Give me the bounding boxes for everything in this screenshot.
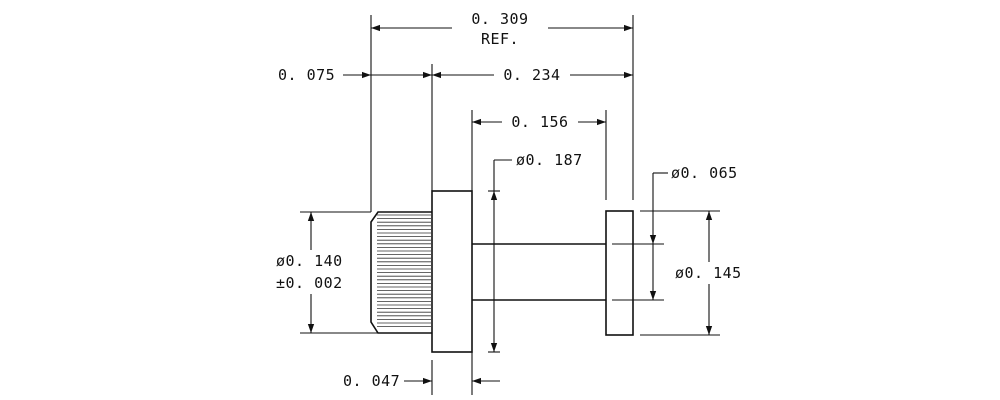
dimension-labels: 0. 309 REF. 0. 075 0. 234 0. 156 ø0. 187… (270, 8, 748, 390)
inner-diameter-label: ø0. 065 (671, 164, 738, 182)
shaft-to-end-label: 0. 156 (511, 113, 568, 131)
knurled-grip (370, 211, 432, 334)
overall-length-label: 0. 309 (471, 10, 528, 28)
knurl-length-label: 0. 075 (278, 66, 335, 84)
end-diameter-label: ø0. 145 (675, 264, 742, 282)
knurl-pattern (377, 214, 431, 328)
end-disk (605, 210, 634, 336)
flange-thickness-label: 0. 047 (343, 372, 400, 390)
flange (431, 190, 473, 353)
part-outline (370, 190, 634, 353)
flange-diameter-label: ø0. 187 (516, 151, 583, 169)
body-length-label: 0. 234 (503, 66, 560, 84)
overall-ref-label: REF. (481, 30, 519, 48)
knurl-diameter-label: ø0. 140 (276, 252, 343, 270)
knurl-tolerance-label: ±0. 002 (276, 274, 343, 292)
